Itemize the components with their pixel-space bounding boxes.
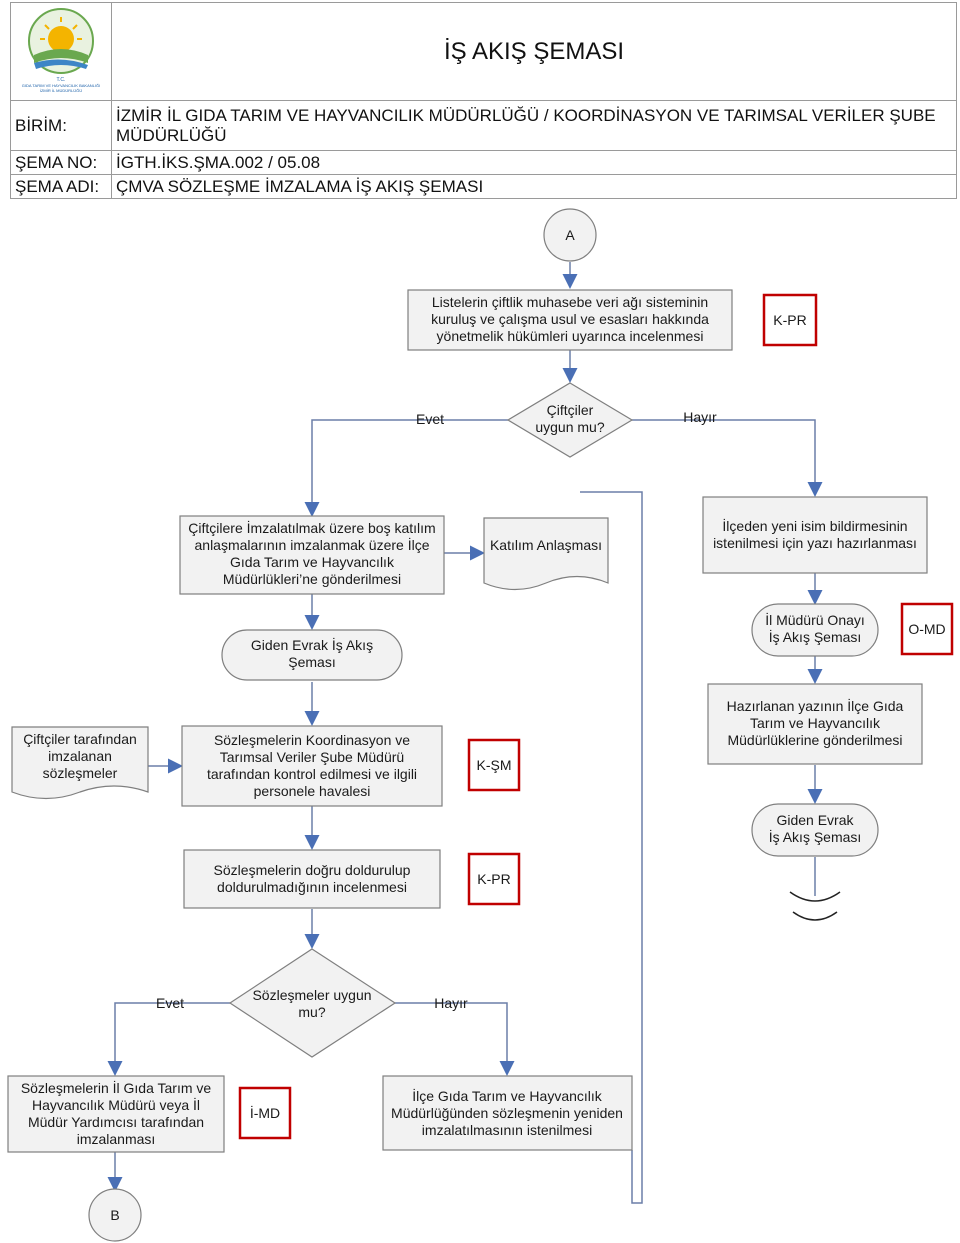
svg-text:Hayvancılık Müdürü veya İl: Hayvancılık Müdürü veya İl (32, 1096, 200, 1113)
tag-k-pr-2: K-PR (467, 852, 521, 906)
tag-k-pr-1: K-PR (762, 293, 818, 347)
svg-text:personele havalesi: personele havalesi (254, 783, 371, 799)
step-request-resign: İlçe Gıda Tarım ve Hayvancılık Müdürlüğü… (382, 1075, 633, 1151)
decision1-yes-label: Evet (416, 411, 444, 427)
doc-participation-agreement: Katılım Anlaşması (483, 517, 609, 591)
svg-text:imzalanan: imzalanan (48, 748, 112, 764)
svg-text:B: B (110, 1207, 119, 1223)
svg-text:Katılım Anlaşması: Katılım Anlaşması (490, 537, 602, 553)
sema-adi-value: ÇMVA SÖZLEŞME İMZALAMA İŞ AKIŞ ŞEMASI (111, 174, 957, 199)
svg-text:imzalanması: imzalanması (77, 1131, 156, 1147)
terminal-outgoing-doc-left: Giden Evrak İş Akış Şeması (221, 629, 403, 681)
svg-text:K-ŞM: K-ŞM (477, 757, 512, 773)
start-connector: A (543, 208, 597, 262)
svg-text:Sözleşmeler uygun: Sözleşmeler uygun (252, 987, 371, 1003)
svg-text:Listelerin çiftlik muhasebe ve: Listelerin çiftlik muhasebe veri ağı sis… (432, 294, 708, 310)
step-review-lists: Listelerin çiftlik muhasebe veri ağı sis… (407, 289, 733, 351)
svg-text:İlçe Gıda Tarım ve Hayvancılık: İlçe Gıda Tarım ve Hayvancılık (412, 1087, 603, 1104)
svg-text:tarafından kontrol edilmesi ve: tarafından kontrol edilmesi ve ilgili (207, 766, 417, 782)
svg-text:Sözleşmelerin Koordinasyon ve: Sözleşmelerin Koordinasyon ve (214, 732, 410, 748)
decision2-no-label: Hayır (434, 995, 468, 1011)
svg-text:Müdürlükleri’ne gönderilmesi: Müdürlükleri’ne gönderilmesi (223, 571, 401, 587)
end-connector: B (88, 1188, 142, 1242)
step-send-agreements: Çiftçilere İmzalatılmak üzere boş katılı… (179, 515, 445, 595)
decision-farmers-suitable: Çiftçiler uygun mu? (506, 382, 634, 458)
decision-contracts-suitable: Sözleşmeler uygun mu? (228, 948, 397, 1058)
svg-text:O-MD: O-MD (908, 621, 945, 637)
tag-o-md: O-MD (900, 602, 954, 656)
ministry-logo-icon: T.C. GIDA TARIM VE HAYVANCILIK BAKANLIĞI… (22, 8, 100, 93)
svg-text:mu?: mu? (298, 1004, 325, 1020)
decision2-yes-label: Evet (156, 995, 184, 1011)
svg-text:Şeması: Şeması (288, 654, 335, 670)
svg-text:GIDA TARIM VE HAYVANCILIK BAKA: GIDA TARIM VE HAYVANCILIK BAKANLIĞI (22, 83, 100, 88)
svg-text:uygun mu?: uygun mu? (535, 419, 604, 435)
svg-text:A: A (565, 227, 575, 243)
svg-text:İ-MD: İ-MD (250, 1104, 280, 1121)
step-send-letter: Hazırlanan yazının İlçe Gıda Tarım ve Ha… (707, 683, 923, 765)
svg-text:kuruluş ve çalışma usul ve esa: kuruluş ve çalışma usul ve esasları hakk… (431, 311, 709, 327)
svg-text:istenilmesi için yazı hazırlan: istenilmesi için yazı hazırlanması (713, 535, 917, 551)
tag-k-sm: K-ŞM (467, 738, 521, 792)
svg-text:Müdürlüğünden sözleşmenin yeni: Müdürlüğünden sözleşmenin yeniden (391, 1105, 623, 1121)
svg-text:T.C.: T.C. (57, 77, 66, 83)
svg-text:Çiftçilere İmzalatılmak üzere: Çiftçilere İmzalatılmak üzere boş katılı… (188, 519, 435, 536)
header-table: T.C. GIDA TARIM VE HAYVANCILIK BAKANLIĞI… (10, 2, 957, 199)
birim-label: BİRİM: (10, 100, 112, 151)
svg-text:K-PR: K-PR (773, 312, 806, 328)
svg-text:Gıda Tarım ve Hayvancılık: Gıda Tarım ve Hayvancılık (230, 554, 395, 570)
svg-text:Çiftçiler tarafından: Çiftçiler tarafından (23, 731, 137, 747)
tag-i-md: İ-MD (238, 1086, 292, 1140)
logo-cell: T.C. GIDA TARIM VE HAYVANCILIK BAKANLIĞI… (10, 2, 112, 101)
svg-text:Tarımsal Veriler Şube Müdürü: Tarımsal Veriler Şube Müdürü (220, 749, 404, 765)
svg-text:sözleşmeler: sözleşmeler (43, 765, 118, 781)
svg-text:Sözleşmelerin doğru doldurulup: Sözleşmelerin doğru doldurulup (214, 862, 411, 878)
svg-text:Tarım ve Hayvancılık: Tarım ve Hayvancılık (750, 715, 881, 731)
svg-text:İZMİR İL MÜDÜRLÜĞÜ: İZMİR İL MÜDÜRLÜĞÜ (40, 88, 82, 93)
svg-text:Çiftçiler: Çiftçiler (547, 402, 594, 418)
svg-text:imzalatılmasının istenilmesi: imzalatılmasının istenilmesi (422, 1122, 592, 1138)
page-title: İŞ AKIŞ ŞEMASI (111, 2, 957, 101)
step-sign-contracts: Sözleşmelerin İl Gıda Tarım ve Hayvancıl… (7, 1075, 225, 1153)
svg-text:İş Akış Şeması: İş Akış Şeması (769, 628, 862, 645)
terminal-outgoing-doc-right: Giden Evrak İş Akış Şeması (751, 803, 879, 857)
svg-text:doldurulmadığının incelenmesi: doldurulmadığının incelenmesi (217, 879, 407, 895)
svg-text:Müdür Yardımcısı tarafından: Müdür Yardımcısı tarafından (28, 1114, 204, 1130)
svg-text:yönetmelik hükümleri uyarınca: yönetmelik hükümleri uyarınca incelenmes… (437, 328, 704, 344)
terminal-director-approval: İl Müdürü Onayı İş Akış Şeması (751, 603, 879, 657)
svg-text:K-PR: K-PR (477, 871, 510, 887)
step-prepare-letter: İlçeden yeni isim bildirmesinin istenilm… (702, 496, 928, 574)
svg-text:anlaşmalarının imzalanmak üzer: anlaşmalarının imzalanmak üzere İlçe (195, 536, 430, 553)
svg-text:İlçeden yeni isim bildirmesini: İlçeden yeni isim bildirmesinin (722, 517, 907, 534)
svg-text:İl Müdürü Onayı: İl Müdürü Onayı (765, 611, 865, 628)
svg-text:İş Akış Şeması: İş Akış Şeması (769, 828, 862, 845)
svg-text:Sözleşmelerin İl Gıda Tarım ve: Sözleşmelerin İl Gıda Tarım ve (21, 1079, 212, 1096)
doc-signed-contracts: Çiftçiler tarafından imzalanan sözleşmel… (11, 726, 149, 800)
svg-text:Giden Evrak: Giden Evrak (776, 812, 854, 828)
flow-lines (107, 262, 841, 1204)
step-control-contracts: Sözleşmelerin Koordinasyon ve Tarımsal V… (181, 725, 443, 807)
birim-value: İZMİR İL GIDA TARIM VE HAYVANCILIK MÜDÜR… (111, 100, 957, 151)
step-check-filling: Sözleşmelerin doğru doldurulup doldurulm… (183, 849, 441, 909)
decision1-no-label: Hayır (683, 409, 717, 425)
svg-text:Hazırlanan yazının İlçe Gıda: Hazırlanan yazının İlçe Gıda (727, 697, 904, 714)
svg-text:Giden Evrak İş Akış: Giden Evrak İş Akış (251, 636, 373, 653)
svg-text:Müdürlüklerine gönderilmesi: Müdürlüklerine gönderilmesi (727, 732, 902, 748)
